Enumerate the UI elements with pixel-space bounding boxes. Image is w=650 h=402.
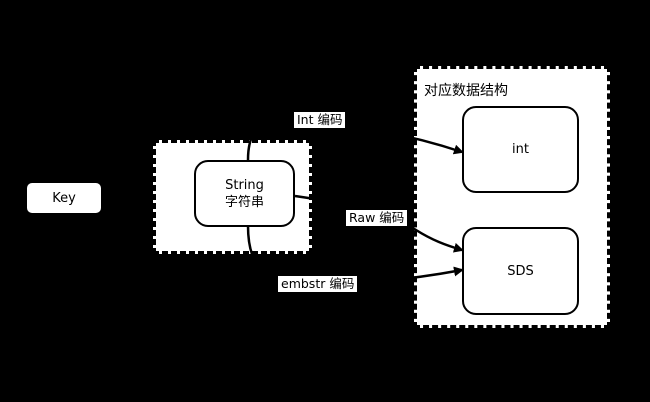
key-node-label: Key [52,190,76,206]
string-node-label-zh: 字符串 [224,194,264,210]
edge-key-to-string [103,191,153,202]
sds-node-label: SDS [507,263,534,279]
edge-label-embstr-encoding: embstr 编码 [278,276,358,292]
int-node: int [462,106,579,193]
int-node-label: int [512,142,529,157]
edge-label-int-encoding: Int 编码 [294,112,346,128]
key-node: Key [24,180,104,216]
string-node-label-en: String [225,177,264,193]
edge-string-to-int [246,118,464,161]
edge-label-raw-encoding: Raw 编码 [346,210,408,226]
data-structure-panel-title: 对应数据结构 [424,83,508,99]
sds-node: SDS [462,227,579,315]
edge-string-to-sds-raw [294,194,464,253]
string-node: String 字符串 [194,160,295,227]
